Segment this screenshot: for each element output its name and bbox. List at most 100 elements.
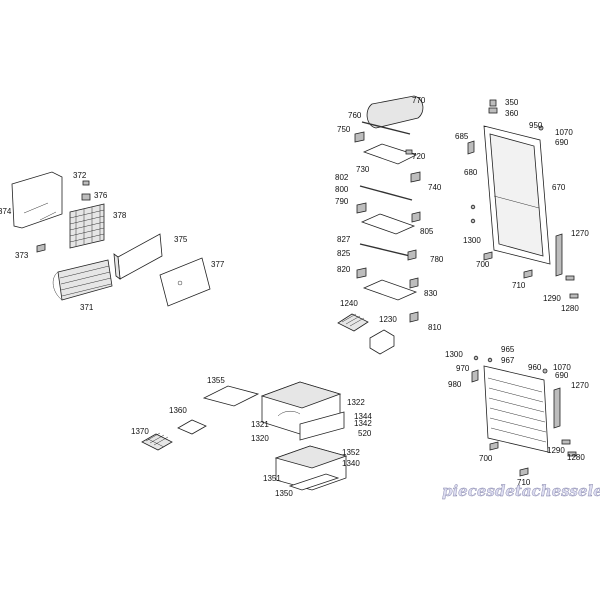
label-750: 750 [337,125,351,134]
label-820: 820 [337,265,351,274]
label-1350: 1350 [275,489,293,498]
label-520: 520 [358,429,372,438]
part-830-shelf [362,277,419,301]
label-810: 810 [428,323,442,332]
part-371-coil [52,259,113,301]
watermark-logo: piecesdetachesselec.com [442,482,600,500]
label-700-top: 700 [476,260,490,269]
part-freezer-door [483,365,549,453]
part-950-screw [538,125,544,131]
part-1350-rail [288,473,340,491]
part-730-shelf [362,143,418,165]
label-960: 960 [528,363,542,372]
part-802-rod [359,185,413,201]
label-967: 967 [501,356,515,365]
label-1270-top: 1270 [571,229,589,238]
label-760: 760 [348,111,362,120]
part-378-evaporator [69,203,105,249]
part-805-shelf [360,211,421,235]
part-685-680-stop [467,140,475,155]
label-950: 950 [529,121,543,130]
part-710-foot-top [523,269,533,279]
label-1320: 1320 [251,434,269,443]
label-670: 670 [552,183,566,192]
label-700-bottom: 700 [479,454,493,463]
label-1352: 1352 [342,448,360,457]
label-740: 740 [428,183,442,192]
label-770: 770 [412,96,426,105]
label-376: 376 [94,191,108,200]
label-720: 720 [412,152,426,161]
label-830: 830 [424,289,438,298]
part-970-980-stop [471,369,479,383]
label-373: 373 [15,251,29,260]
part-780-support [407,249,417,261]
part-1270-handle-bottom [553,387,561,429]
label-730: 730 [356,165,370,174]
part-1270-handle-top [555,233,563,277]
label-680: 680 [464,168,478,177]
label-350: 350 [505,98,519,107]
part-820-support [356,267,367,279]
label-1342: 1342 [354,419,372,428]
label-372: 372 [73,171,87,180]
label-1280-top: 1280 [561,304,579,313]
label-374: 374 [0,207,12,216]
label-690-top: 690 [555,138,569,147]
part-790-support [356,202,367,214]
label-965: 965 [501,345,515,354]
part-700-hinge-top [483,251,493,261]
label-980: 980 [448,380,462,389]
label-685: 685 [455,132,469,141]
part-373-bracket [36,243,46,253]
label-360: 360 [505,109,519,118]
label-800: 800 [335,185,349,194]
part-1070-screw-bottom [542,368,548,374]
part-1240-grille [337,313,369,332]
label-1321: 1321 [251,420,269,429]
part-720-clip [405,149,413,155]
label-827: 827 [337,235,351,244]
label-371: 371 [80,303,94,312]
label-1290-top: 1290 [543,294,561,303]
part-377-plate [159,257,211,307]
label-690-bottom: 690 [555,371,569,380]
label-1290-bottom: 1290 [547,446,565,455]
label-377: 377 [211,260,225,269]
label-780: 780 [430,255,444,264]
label-1300-bottom: 1300 [445,350,463,359]
label-970: 970 [456,364,470,373]
label-1355: 1355 [207,376,225,385]
label-802: 802 [335,173,349,182]
part-1300-screws-top [470,204,476,224]
label-1240: 1240 [340,299,358,308]
label-1070-bottom: 1070 [553,363,571,372]
part-350-360-hinge [488,99,498,114]
part-375-cover [113,233,163,280]
label-1070-top: 1070 [555,128,573,137]
label-790: 790 [335,197,349,206]
part-700-hinge-bottom [489,441,499,451]
part-740-support [410,171,421,183]
label-1340: 1340 [342,459,360,468]
part-770-roll [366,95,424,129]
label-1351: 1351 [263,474,281,483]
label-378: 378 [113,211,127,220]
part-1290-1280-caps-bottom [561,439,577,457]
label-1270-bottom: 1270 [571,381,589,390]
part-1370-grille [141,432,173,451]
label-375: 375 [174,235,188,244]
part-1300-screws-bottom [473,355,493,363]
part-670-door [483,125,551,265]
part-1355-tray [202,385,260,407]
label-825: 825 [337,249,351,258]
part-1230-box [369,329,395,355]
part-827-rod [359,243,411,257]
label-1230: 1230 [379,315,397,324]
label-1300-top: 1300 [463,236,481,245]
label-1344: 1344 [354,412,372,421]
part-372-clip [82,180,90,186]
label-1322: 1322 [347,398,365,407]
part-710-foot-bottom [519,467,529,477]
